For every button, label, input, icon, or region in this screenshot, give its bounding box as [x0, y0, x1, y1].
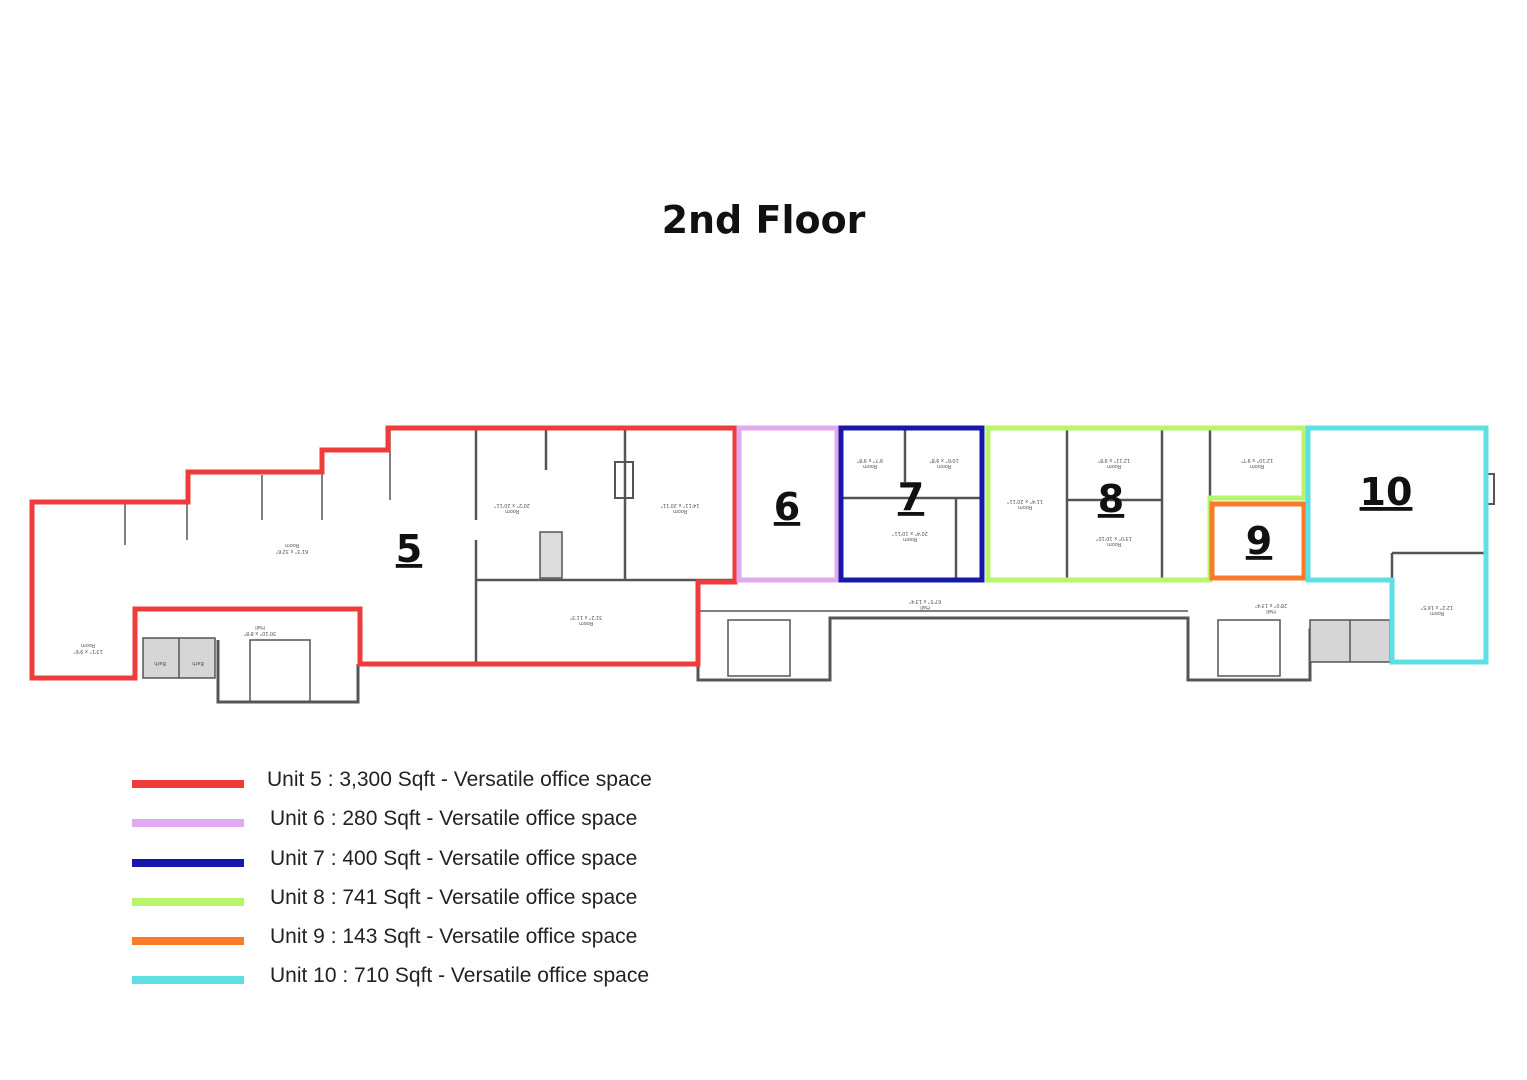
legend-swatch — [132, 937, 244, 946]
legend-swatch — [132, 897, 244, 906]
legend-label: Unit 7 : 400 Sqft - Versatile office spa… — [270, 846, 638, 870]
room-dim: 12'11" x 9'8" — [1098, 457, 1131, 463]
bath-label: Bath — [192, 660, 204, 666]
legend-swatch — [132, 780, 244, 788]
room-dim: 10'6" x 9'8" — [929, 457, 958, 463]
room-dim: 30'10" x 8'8" — [244, 630, 277, 636]
legend-label: Unit 8 : 741 Sqft - Versatile office spa… — [270, 885, 638, 909]
legend-swatch — [132, 976, 244, 985]
room-label: Room — [1107, 541, 1121, 547]
unit-7-number[interactable]: 7 — [898, 475, 924, 519]
unit-10-number[interactable]: 10 — [1360, 470, 1413, 514]
room-label: Hall — [1266, 608, 1276, 614]
unit-7-outline[interactable] — [838, 425, 985, 583]
unit-8-outline[interactable] — [985, 425, 1307, 583]
bath-label: Bath — [154, 660, 166, 666]
room-dim: 13'0" x 10'10" — [1096, 535, 1132, 541]
room-dim: 61'3" x 32'6" — [276, 548, 309, 554]
room-dim: 67'5" x 13'4" — [909, 598, 942, 604]
unit-9-number[interactable]: 9 — [1246, 519, 1272, 563]
room-dim: 9'7" x 9'8" — [857, 457, 883, 463]
room-dim: 12'10" x 9'7" — [1241, 457, 1274, 463]
unit-outlines — [29, 425, 1489, 681]
room-label: Room — [81, 642, 95, 648]
legend-label: Unit 10 : 710 Sqft - Versatile office sp… — [270, 964, 649, 988]
legend-label: Unit 5 : 3,300 Sqft - Versatile office s… — [267, 768, 652, 791]
unit-8-number[interactable]: 8 — [1098, 477, 1124, 521]
floor-title: 2nd Floor — [661, 198, 866, 242]
legend-label: Unit 6 : 280 Sqft - Versatile office spa… — [270, 807, 638, 831]
room-dim: 11'4" x 20'11" — [1007, 498, 1043, 504]
room-dim: 14'11" x 20'11" — [661, 502, 700, 508]
legend-swatch — [132, 819, 244, 828]
room-label: Room — [285, 542, 299, 548]
unit-6-outline[interactable] — [736, 425, 840, 583]
room-label: Room — [863, 463, 877, 469]
room-dim: 12'2" x 16'5" — [1421, 604, 1454, 610]
unit-9-outline[interactable] — [1209, 501, 1307, 581]
room-dim: 28'0" x 13'4" — [1255, 602, 1288, 608]
unit-5-number[interactable]: 5 — [396, 527, 422, 571]
legend-swatch — [132, 858, 244, 867]
room-label: Room — [505, 508, 519, 514]
room-dim: 20'2" x 20'11" — [494, 502, 530, 508]
room-label: Room — [1018, 504, 1032, 510]
room-label: Room — [673, 508, 687, 514]
room-label: Room — [937, 463, 951, 469]
base-plan-walls — [124, 430, 1495, 704]
room-dim: 20'4" x 10'11" — [892, 530, 928, 536]
unit-10-outline[interactable] — [1305, 425, 1489, 665]
room-dim: 31'2" x 11'3" — [570, 614, 603, 620]
room-label: Room — [903, 536, 917, 542]
room-dim: 13'1" x 9'6" — [73, 648, 102, 654]
unit-5-outline[interactable] — [29, 425, 738, 681]
room-labels: Room 61'3" x 32'6" Room 13'1" x 9'6" Hal… — [73, 457, 1453, 666]
unit-6-number[interactable]: 6 — [774, 485, 800, 529]
room-label: Room — [1430, 610, 1444, 616]
room-label: Hall — [255, 624, 265, 630]
room-label: Room — [579, 620, 593, 626]
room-label: Room — [1107, 463, 1121, 469]
room-label: Hall — [920, 604, 930, 610]
room-label: Room — [1250, 463, 1264, 469]
legend-label: Unit 9 : 143 Sqft - Versatile office spa… — [270, 925, 638, 949]
